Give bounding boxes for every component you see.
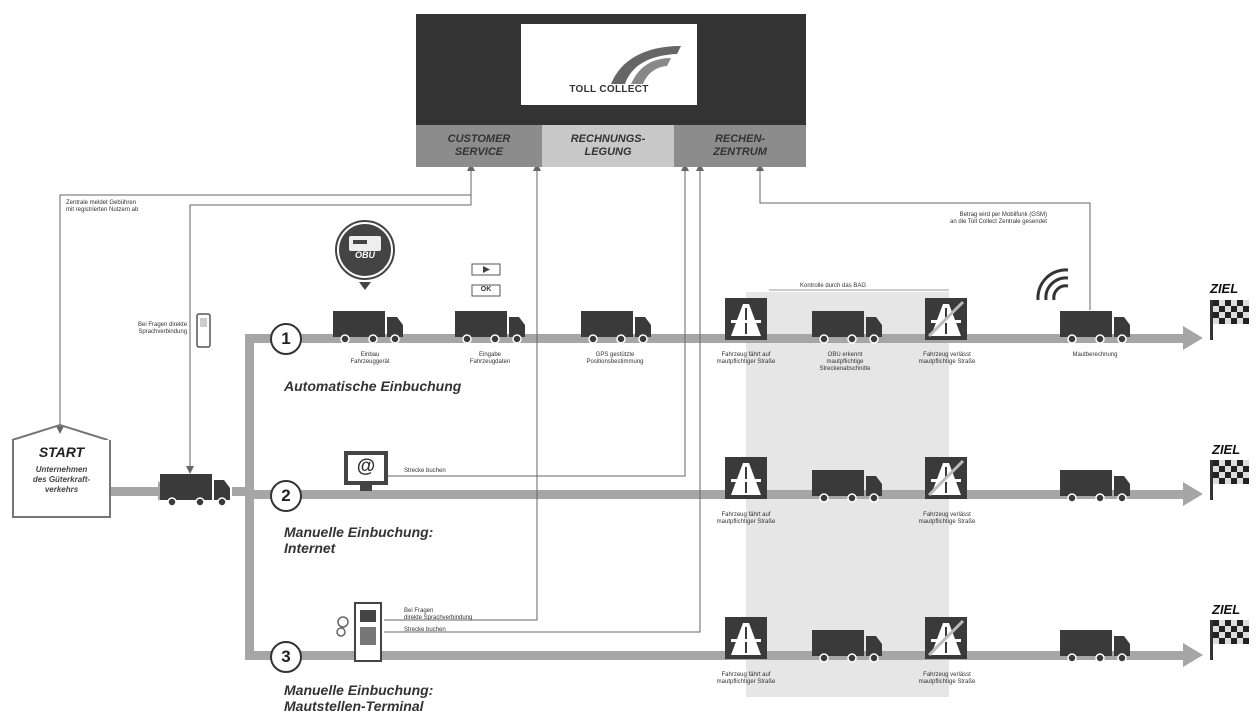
r3-step-2: Fahrzeug verlässt mautpflichtige Straße <box>918 672 976 685</box>
route-3-line <box>245 651 1185 660</box>
r2-step-1: Fahrzeug fährt auf mautpflichtiger Straß… <box>716 512 776 525</box>
connector-center-internet <box>386 167 686 477</box>
route-3-title: Manuelle Einbuchung: Mautstellen-Termina… <box>284 682 434 715</box>
at-symbol: @ <box>356 456 376 477</box>
route-2-title: Manuelle Einbuchung: Internet <box>284 524 434 557</box>
connector-arrowheads <box>56 163 764 474</box>
toll-collect-logo: TOLL COLLECT <box>521 24 697 105</box>
truck-icon <box>581 311 651 344</box>
start-subtitle: Unternehmen des Güterkraft- verkehrs <box>32 465 91 494</box>
route-1-arrow <box>1183 326 1203 350</box>
truck-icon <box>333 311 403 344</box>
finish-flags <box>1210 300 1249 660</box>
route-3-number: 3 <box>270 641 302 673</box>
connector-service-truck <box>189 167 472 470</box>
finish-flag-icon <box>1210 300 1249 340</box>
r1-step-6: Fahrzeug verlässt mautpflichtige Straße <box>918 352 976 365</box>
dept-billing: RECHNUNGS- LEGUNG <box>542 125 674 167</box>
r3-step-1: Fahrzeug fährt auf mautpflichtiger Straß… <box>716 672 776 685</box>
truck-icon <box>1060 311 1130 344</box>
obu-label: OBU <box>355 250 375 260</box>
connector-center-terminal <box>384 167 701 633</box>
highway-end-sign-icon <box>925 457 967 499</box>
highway-sign-icon <box>725 457 767 499</box>
trucks <box>160 311 1130 663</box>
ziel-label-2: ZIEL <box>1212 442 1241 457</box>
truck-icon <box>812 311 882 344</box>
r1-step-1: Einbau Fahrzeuggerät <box>350 352 390 365</box>
route-1-number: 1 <box>270 323 302 355</box>
toll-collect-headquarters: TOLL COLLECT CUSTOMER SERVICE RECHNUNGS-… <box>416 14 806 167</box>
truck-icon <box>812 630 882 663</box>
truck-icon <box>455 311 525 344</box>
phone-icon <box>196 313 211 348</box>
finish-flag-icon <box>1210 620 1249 660</box>
highway-end-sign-icon <box>925 617 967 659</box>
route-lines <box>108 326 1203 667</box>
input-keys-icon <box>471 263 501 297</box>
ziel-label-3: ZIEL <box>1212 602 1241 617</box>
info-connectors <box>59 167 1091 633</box>
route-3-arrow <box>1183 643 1203 667</box>
route-2-number: 2 <box>270 480 302 512</box>
route-1-title: Automatische Einbuchung <box>284 378 462 394</box>
note-control: Kontrolle durch das BAG <box>800 283 867 289</box>
truck-icon <box>1060 470 1130 503</box>
note-top-left: Zentrale meldet Gebühren mit registriert… <box>66 200 139 213</box>
note-terminal-line: Strecke buchen <box>404 627 446 633</box>
signal-waves-icon <box>1036 268 1069 301</box>
finish-flag-icon <box>1210 460 1249 500</box>
r1-step-7: Mautberechnung <box>1072 352 1118 358</box>
obu-device-icon <box>335 220 395 290</box>
dept-computing-center: RECHEN- ZENTRUM <box>674 125 806 167</box>
dept-customer-service: CUSTOMER SERVICE <box>416 125 542 167</box>
start-title: START <box>38 444 85 460</box>
truck-icon <box>1060 630 1130 663</box>
start-box: START Unternehmen des Güterkraft- verkeh… <box>12 440 111 518</box>
ok-label: OK <box>480 286 492 293</box>
r2-step-2: Fahrzeug verlässt mautpflichtige Straße <box>918 512 976 525</box>
road-logo-icon <box>611 46 681 84</box>
r1-step-4: Fahrzeug fährt auf mautpflichtiger Straß… <box>716 352 776 365</box>
note-top-right: Betrag wird per Mobilfunk (GSM) an die T… <box>950 212 1047 225</box>
highway-signs <box>725 298 967 659</box>
connector-center-gsm <box>759 167 1091 310</box>
start-connector <box>108 487 158 496</box>
note-phone: Bei Fragen direkte Sprachverbindung <box>138 322 188 335</box>
route-2-arrow <box>1183 482 1203 506</box>
truck-icon <box>812 470 882 503</box>
brand-name: TOLL COLLECT <box>569 84 649 95</box>
ziel-label-1: ZIEL <box>1210 281 1239 296</box>
toll-terminal-icon <box>336 602 382 662</box>
highway-sign-icon <box>725 298 767 340</box>
hub-connector <box>232 487 252 496</box>
r1-step-5: OBU erkennt mautpflichtige Streckenabsch… <box>819 352 871 372</box>
r1-step-3: GPS gestützte Positionsbestimmung <box>586 352 644 365</box>
r1-step-2: Eingabe Fahrzeugdaten <box>469 352 511 365</box>
highway-sign-icon <box>725 617 767 659</box>
route-1-line <box>245 334 1185 343</box>
computer-monitor-icon <box>344 451 388 491</box>
truck-icon <box>160 474 230 507</box>
note-internet-line: Strecke buchen <box>404 468 446 474</box>
connector-billing-terminal <box>384 167 538 621</box>
start-roof <box>11 423 109 441</box>
route-2-line <box>245 490 1185 499</box>
note-terminal-question: Bei Fragen direkte Sprachverbindung <box>404 608 473 621</box>
highway-end-sign-icon <box>925 298 967 340</box>
